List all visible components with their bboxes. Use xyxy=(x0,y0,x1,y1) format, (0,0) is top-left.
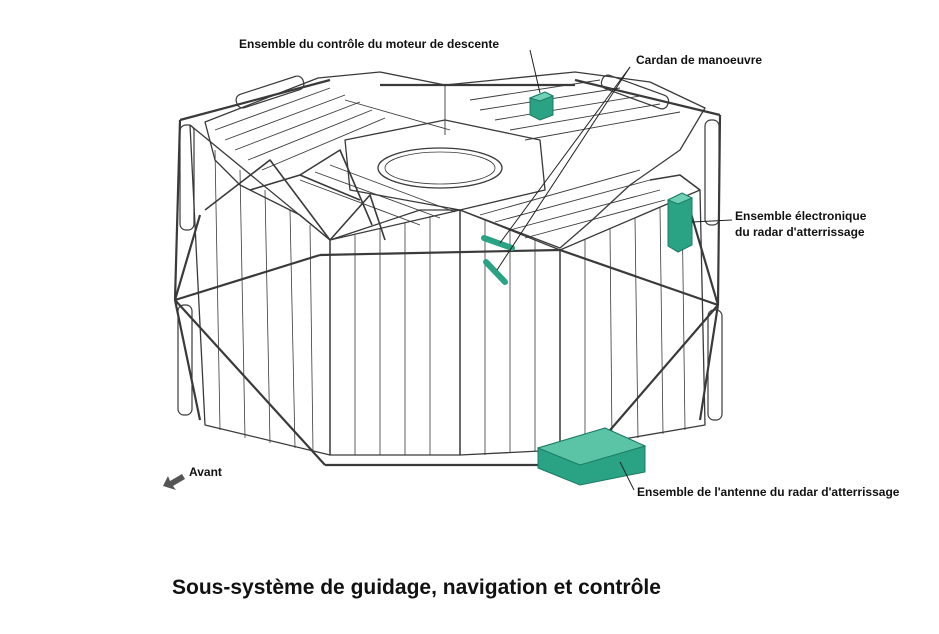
arrow-down-left-icon xyxy=(163,474,185,490)
label-gimbal: Cardan de manoeuvre xyxy=(636,53,763,67)
label-forward: Avant xyxy=(189,465,222,479)
gimbal-actuator-lower xyxy=(483,259,508,285)
descent-engine-opening xyxy=(377,147,503,189)
descent-engine-opening-inner xyxy=(384,151,496,185)
landing-radar-electronics-top xyxy=(666,192,694,205)
label-radar-electronics-line1: Ensemble électronique xyxy=(735,209,867,223)
label-radar-electronics-line2: du radar d'atterrissage xyxy=(735,225,865,239)
top-deck-outline xyxy=(204,71,706,249)
frame-struts xyxy=(173,78,722,467)
central-deck xyxy=(344,119,546,211)
left-wall xyxy=(189,124,331,456)
leader-lines xyxy=(496,49,733,491)
gear-trusses xyxy=(204,149,701,241)
landing-radar-antenna-top xyxy=(536,427,647,466)
diagram-title: Sous-système de guidage, navigation et c… xyxy=(172,576,661,599)
descent-stage-structure xyxy=(173,71,723,467)
wall-ribs xyxy=(214,149,686,455)
front-wall xyxy=(329,209,461,456)
gimbal-actuator-upper xyxy=(481,235,515,251)
label-descent-engine-control: Ensemble du contrôle du moteur de descen… xyxy=(239,37,500,51)
leg-housings xyxy=(177,74,723,421)
deck-panels xyxy=(214,79,681,239)
right-wall xyxy=(559,189,706,451)
label-radar-antenna: Ensemble de l'antenne du radar d'atterri… xyxy=(637,485,900,499)
gnc-components xyxy=(481,91,694,486)
descent-engine-control-top xyxy=(528,91,555,102)
